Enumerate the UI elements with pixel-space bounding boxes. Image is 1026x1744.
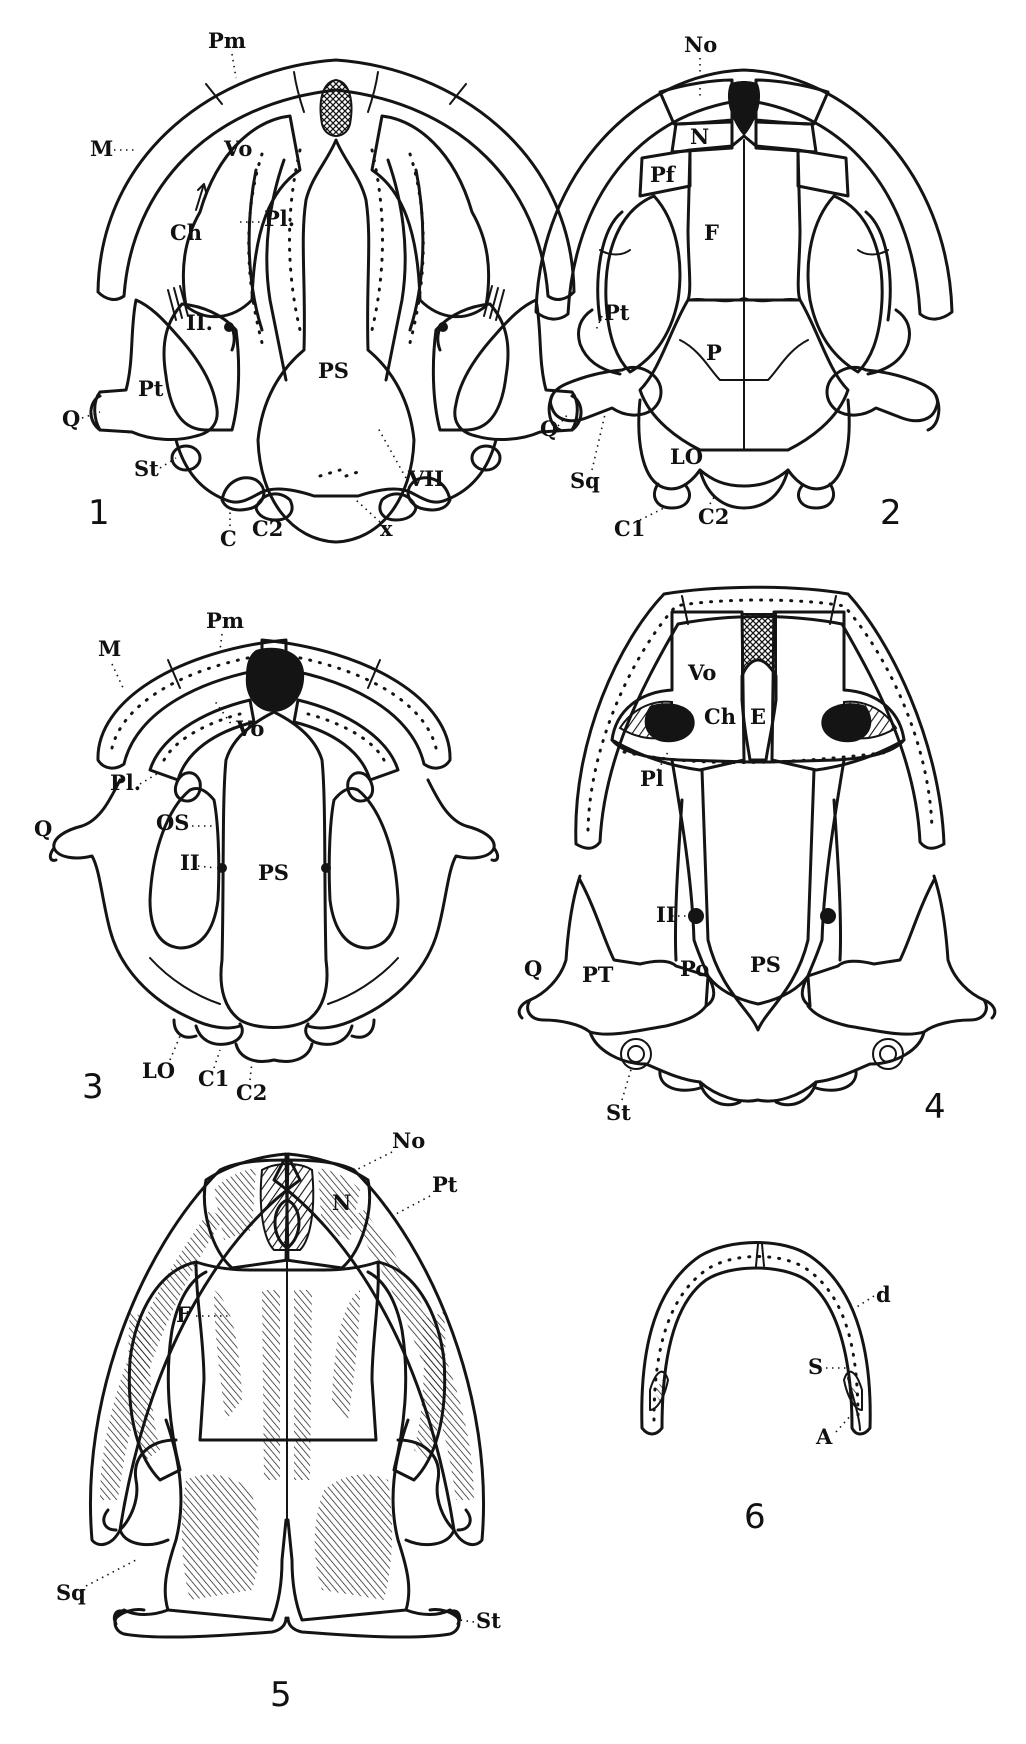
fig4-label-q: Q xyxy=(524,956,542,981)
fig5-label-pt: Pt xyxy=(432,1172,458,1197)
fig3-label-pm: Pm xyxy=(206,608,244,633)
fig2-label-n: N xyxy=(690,124,709,149)
fig6-number: 6 xyxy=(744,1497,766,1537)
fig4-label-ii: II xyxy=(656,902,676,927)
fig1-label-pl: Pl. xyxy=(264,206,295,231)
fig2-number: 2 xyxy=(880,493,902,533)
fig4-label-vo: Vo xyxy=(687,660,716,685)
fig6-label-d: d xyxy=(876,1282,891,1307)
fig5-label-no: No xyxy=(392,1128,425,1153)
fig3-label-ii: II xyxy=(180,850,200,875)
fig2-label-sq: Sq xyxy=(570,468,600,493)
fig2-label-no: No xyxy=(684,32,717,57)
fig4-label-ps: PS xyxy=(750,952,781,977)
fig1-label-c2: C2 xyxy=(252,516,283,541)
fig1-label-vo: Vo xyxy=(223,136,252,161)
fig2-label-pf: Pf xyxy=(650,162,677,187)
fig4-label-e: E xyxy=(750,704,766,729)
fig3-label-q: Q xyxy=(34,816,52,841)
fig1-label-st: St xyxy=(134,456,159,481)
fig4-label-st: St xyxy=(606,1100,631,1125)
fig1-label-x: x xyxy=(380,516,393,541)
fig1-label-ii: II. xyxy=(186,310,213,335)
fig1-label-m: M xyxy=(90,136,113,161)
fig3-number: 3 xyxy=(82,1067,104,1107)
fig3-label-os: OS xyxy=(156,810,189,835)
fig1-label-q: Q xyxy=(62,406,80,431)
fig2-label-f: F xyxy=(704,220,719,245)
fig1-number: 1 xyxy=(88,493,110,533)
figure-4: Vo Ch E Pl II Q PT Po PS St 4 xyxy=(519,587,995,1127)
fig2-label-pt: Pt xyxy=(604,300,630,325)
fig3-label-c1: C1 xyxy=(198,1066,229,1091)
fig6-label-a: A xyxy=(815,1424,833,1449)
fig2-label-c2: C2 xyxy=(698,504,729,529)
fig5-label-n: N xyxy=(332,1190,351,1215)
figure-2: No N Pf F Pt P Q Sq LO C1 C2 2 xyxy=(536,32,952,541)
fig3-label-c2: C2 xyxy=(236,1080,267,1105)
fig3-label-ps: PS xyxy=(258,860,289,885)
figure-5: No Pt N F Sq St 5 xyxy=(56,1128,501,1715)
fig5-label-st: St xyxy=(476,1608,501,1633)
fig4-label-ch: Ch xyxy=(704,704,736,729)
fig2-label-q: Q xyxy=(540,416,558,441)
fig3-label-m: M xyxy=(98,636,121,661)
fig1-label-vii: VII xyxy=(407,466,444,491)
fig3-label-pl: Pl. xyxy=(110,770,141,795)
fig1-label-pt: Pt xyxy=(138,376,164,401)
fig4-label-pt: PT xyxy=(582,962,614,987)
fig1-label-c: C xyxy=(220,526,237,551)
fig1-label-ps: PS xyxy=(318,358,349,383)
figure-1: Pm M Vo Ch Pl. II. PS Pt Q St VII C C2 x… xyxy=(62,28,581,551)
fig2-label-p: P xyxy=(706,340,722,365)
fig4-label-pl: Pl xyxy=(640,766,664,791)
fig3-label-vo: Vo xyxy=(235,716,264,741)
figure-3: Pm M Vo Pl. Q OS II PS LO C1 C2 3 xyxy=(34,608,498,1107)
figure-6: d S A 6 xyxy=(642,1243,891,1538)
fig6-label-s: S xyxy=(808,1354,823,1379)
fig1-label-ch: Ch xyxy=(170,220,202,245)
fig4-number: 4 xyxy=(924,1087,946,1127)
fig5-label-sq: Sq xyxy=(56,1580,86,1605)
fig4-label-po: Po xyxy=(680,956,709,981)
fig5-label-f: F xyxy=(176,1302,191,1327)
fig2-label-lo: LO xyxy=(670,444,703,469)
fig1-label-pm: Pm xyxy=(208,28,246,53)
fig5-number: 5 xyxy=(270,1675,292,1715)
fig3-label-lo: LO xyxy=(142,1058,175,1083)
